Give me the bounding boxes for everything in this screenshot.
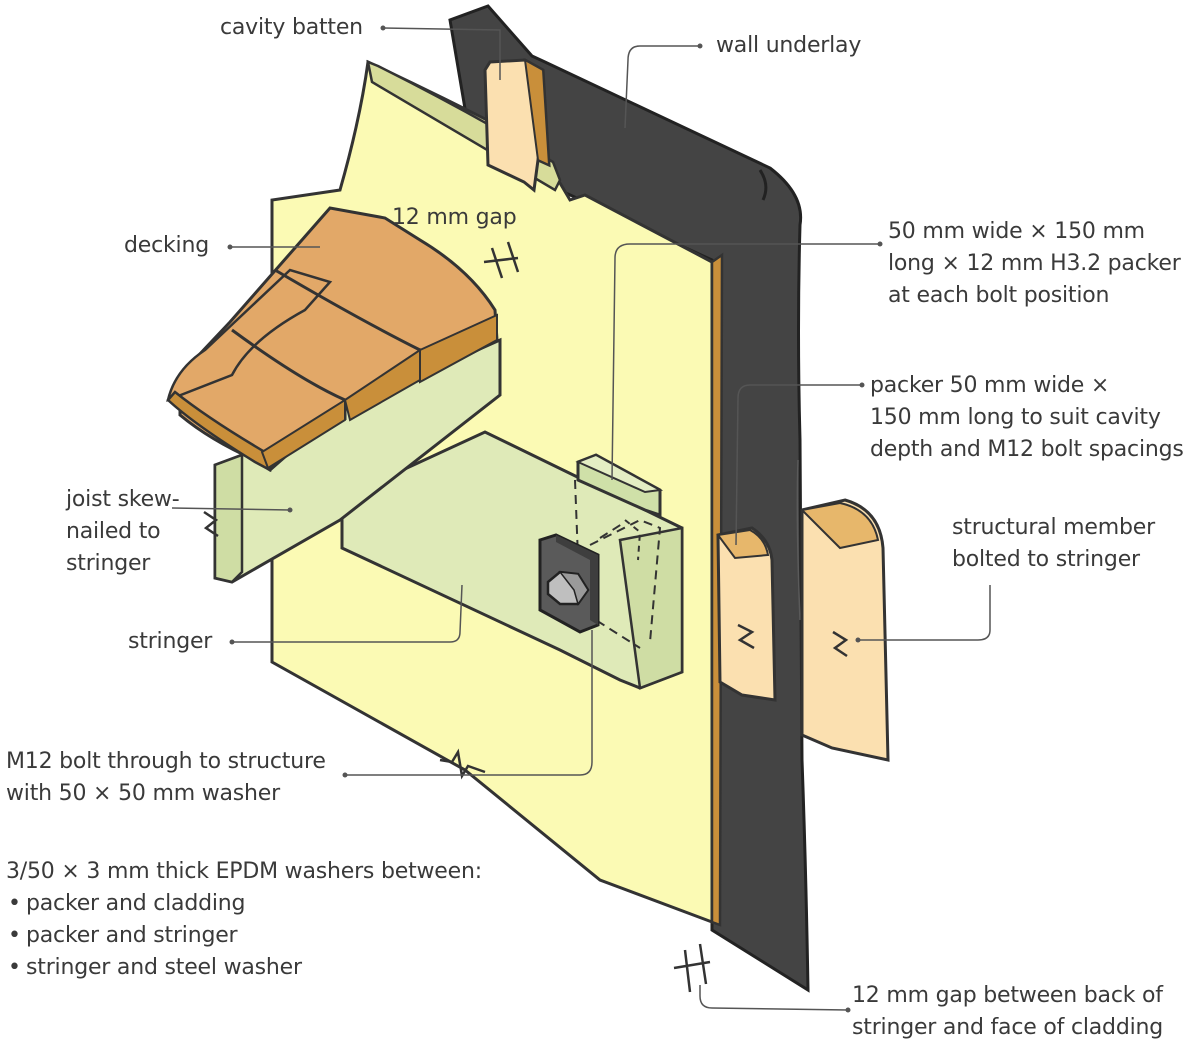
washer-note-item: stringer and steel washer (6, 952, 482, 984)
washer-note-item: packer and stringer (6, 920, 482, 952)
label-wall-underlay: wall underlay (716, 33, 862, 58)
label-cavity-batten: cavity batten (220, 15, 363, 40)
label-stringer: stringer (128, 629, 213, 654)
label-joist: joist skew- nailed to stringer (66, 487, 180, 576)
label-bolt: M12 bolt through to structure with 50 × … (6, 749, 326, 806)
label-packer-large: packer 50 mm wide × 150 mm long to suit … (870, 373, 1184, 462)
washer-note-item: packer and cladding (6, 888, 482, 920)
label-gap-back: 12 mm gap between back of stringer and f… (852, 983, 1163, 1040)
label-structural-member: structural member bolted to stringer (952, 515, 1155, 572)
packer-large (716, 526, 777, 702)
washer-notes: 3/50 × 3 mm thick EPDM washers between: … (6, 856, 482, 984)
label-packer-small: 50 mm wide × 150 mm long × 12 mm H3.2 pa… (888, 219, 1181, 308)
structural-member (800, 498, 890, 762)
label-decking: decking (124, 233, 209, 258)
label-12mm-gap: 12 mm gap (392, 205, 517, 230)
washer-notes-heading: 3/50 × 3 mm thick EPDM washers between: (6, 859, 482, 884)
